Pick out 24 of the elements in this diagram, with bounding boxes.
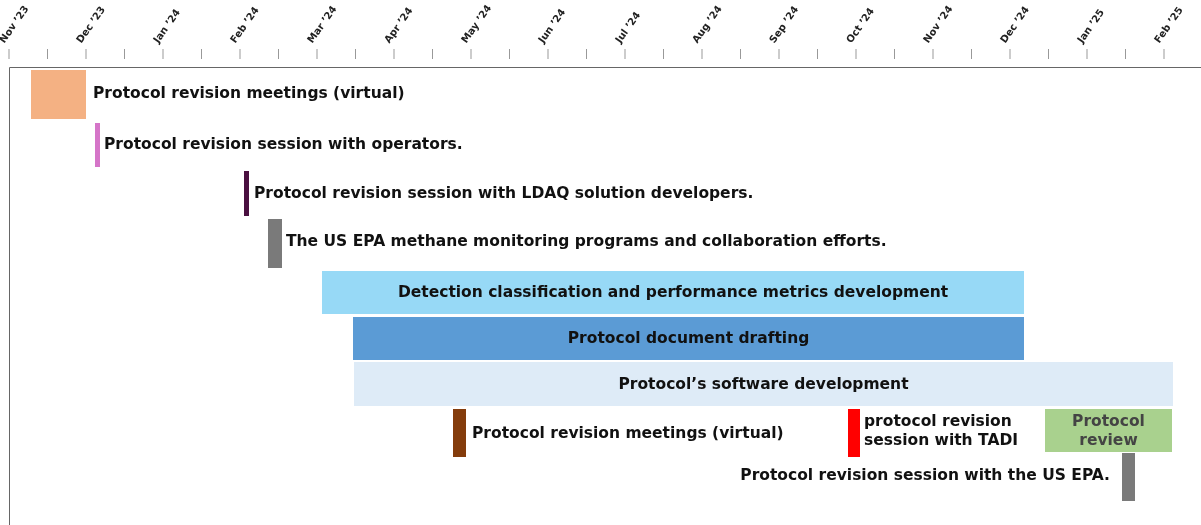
bar-label: protocol revision session with TADI xyxy=(864,412,1020,451)
bar-label: Protocol review xyxy=(1071,411,1146,450)
bar-label: Protocol revision meetings (virtual) xyxy=(472,424,784,444)
timeline-bar xyxy=(453,409,466,457)
timeline-bar xyxy=(354,362,1173,406)
bar-label: Protocol revision session with operators. xyxy=(104,135,463,155)
bar-label: Protocol revision session with the US EPA. xyxy=(740,466,1110,486)
bar-label: The US EPA methane monitoring programs and collaboration efforts. xyxy=(286,232,887,252)
timeline-bar xyxy=(322,271,1024,314)
bar-label: Protocol revision session with LDAQ solution developers. xyxy=(254,184,754,204)
timeline-bar xyxy=(1045,409,1172,452)
month-label: Oct ’24 xyxy=(844,5,877,45)
timeline-bar xyxy=(848,409,860,457)
timeline-bar xyxy=(244,171,249,216)
bar-label: Protocol’s software development xyxy=(618,374,909,394)
timeline-bar xyxy=(268,219,282,268)
bar-label: Protocol document drafting xyxy=(567,329,810,348)
month-label: Jul ’24 xyxy=(613,9,643,45)
timeline-bar xyxy=(1122,453,1135,501)
bar-label: Detection classification and performance metrics development xyxy=(397,283,949,302)
timeline-bar xyxy=(353,317,1024,360)
timeline-bar xyxy=(95,123,100,167)
bar-label: Protocol revision meetings (virtual) xyxy=(93,84,405,104)
timeline-bar xyxy=(31,70,86,119)
